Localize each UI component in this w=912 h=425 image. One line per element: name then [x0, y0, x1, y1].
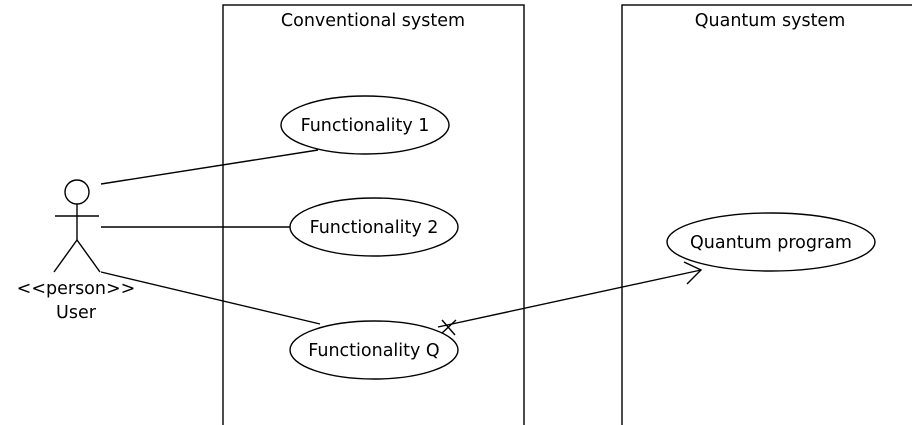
edge-line — [437, 269, 702, 328]
use-case-functionality-1: Functionality 1 — [280, 95, 450, 155]
use-case-functionality-q: Functionality Q — [289, 320, 459, 380]
actor-stereotype: <<person>> — [17, 279, 136, 299]
non-navigable-cross-b — [440, 319, 457, 335]
use-case-ellipse — [666, 212, 876, 272]
use-case-label: Quantum program — [690, 233, 852, 253]
boundary-quantum-title: Quantum system — [695, 11, 846, 31]
associations — [100, 149, 321, 325]
actor-user: <<person>> User — [17, 179, 136, 323]
edge-user-functionality-q — [100, 271, 321, 325]
use-case-ellipse — [289, 320, 459, 380]
edge-functionality-q-quantum-program — [437, 261, 703, 336]
edge-user-functionality-1 — [100, 149, 319, 185]
boundary-conventional-title: Conventional system — [281, 11, 465, 31]
use-case-functionality-2: Functionality 2 — [289, 197, 459, 257]
actor-right-leg — [76, 239, 101, 273]
actor-head — [64, 179, 90, 205]
stick-figure-icon — [53, 179, 101, 273]
use-case-label: Functionality 2 — [310, 218, 439, 238]
use-case-quantum-program: Quantum program — [666, 212, 876, 272]
use-case-ellipse — [289, 197, 459, 257]
open-arrowhead — [683, 261, 703, 285]
use-case-ellipse — [280, 95, 450, 155]
use-case-label: Functionality 1 — [301, 116, 430, 136]
actor-left-leg — [53, 239, 78, 273]
actor-name: User — [56, 303, 97, 323]
use-case-label: Functionality Q — [308, 341, 439, 361]
